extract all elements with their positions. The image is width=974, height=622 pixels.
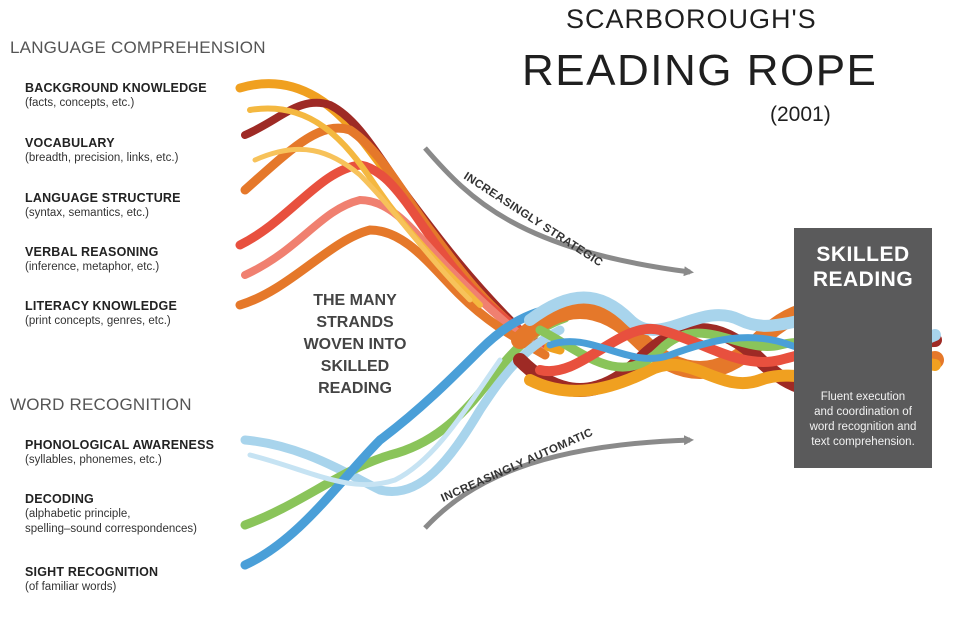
language-comprehension-heading: LANGUAGE COMPREHENSION <box>10 38 266 57</box>
word-recognition-heading: WORD RECOGNITION <box>10 395 192 414</box>
strand-desc: (facts, concepts, etc.) <box>25 97 135 109</box>
strand-desc: (inference, metaphor, etc.) <box>25 261 160 273</box>
skilled-reading-title: SKILLED READING <box>794 242 932 292</box>
increasingly-strategic-arrow <box>423 146 694 277</box>
strand-desc: (print concepts, genres, etc.) <box>25 315 171 327</box>
strand-desc: (of familiar words) <box>25 581 117 593</box>
many-strands-line: STRANDS <box>316 314 394 331</box>
strand-title: BACKGROUND KNOWLEDGE <box>25 81 207 95</box>
strand-desc: (breadth, precision, links, etc.) <box>25 152 179 164</box>
strand-title: VOCABULARY <box>25 136 115 150</box>
title-author: SCARBOROUGH'S <box>566 4 817 34</box>
strand-label-verbal-reasoning: VERBAL REASONING (inference, metaphor, e… <box>25 244 159 275</box>
increasingly-automatic-arrow <box>423 435 694 530</box>
increasingly-strategic-label: INCREASINGLY STRATEGIC <box>461 170 604 269</box>
skilled-reading-description: Fluent execution and coordination of wor… <box>794 390 932 450</box>
strand-title: SIGHT RECOGNITION <box>25 565 159 579</box>
strand-sight-recognition <box>240 300 575 570</box>
title-year: (2001) <box>770 103 831 126</box>
skilled-reading-box: SKILLED READING Fluent execution and coo… <box>794 228 932 468</box>
language-comprehension-strands <box>235 79 565 360</box>
skilled-reading-desc-line: and coordination of <box>814 406 912 418</box>
skilled-reading-title-line: READING <box>812 268 914 291</box>
strand-title: LITERACY KNOWLEDGE <box>25 299 177 313</box>
strand-label-sight-recognition: SIGHT RECOGNITION (of familiar words) <box>25 564 158 595</box>
many-strands-line: WOVEN INTO <box>303 336 407 353</box>
strand-label-literacy-knowledge: LITERACY KNOWLEDGE (print concepts, genr… <box>25 298 177 329</box>
strand-desc: (syllables, phonemes, etc.) <box>25 454 162 466</box>
many-strands-line: THE MANY <box>313 292 397 309</box>
many-strands-line: READING <box>318 380 392 397</box>
strand-label-decoding: DECODING (alphabetic principle, spelling… <box>25 491 197 537</box>
strand-desc: (syntax, semantics, etc.) <box>25 207 149 219</box>
skilled-reading-desc-line: text comprehension. <box>811 436 915 448</box>
strand-title: DECODING <box>25 492 94 506</box>
strand-desc: (alphabetic principle, <box>25 508 131 520</box>
skilled-reading-desc-line: Fluent execution <box>820 391 906 403</box>
strand-label-background-knowledge: BACKGROUND KNOWLEDGE (facts, concepts, e… <box>25 80 207 111</box>
strand-title: LANGUAGE STRUCTURE <box>25 191 181 205</box>
strand-label-vocabulary: VOCABULARY (breadth, precision, links, e… <box>25 135 178 166</box>
strand-literacy-knowledge <box>235 225 550 360</box>
strand-title: PHONOLOGICAL AWARENESS <box>25 438 215 452</box>
strand-phonological-awareness <box>240 325 565 496</box>
title-main: READING ROPE <box>522 46 878 95</box>
strand-label-phonological-awareness: PHONOLOGICAL AWARENESS (syllables, phone… <box>25 437 214 468</box>
skilled-reading-desc-line: word recognition and <box>809 421 917 433</box>
skilled-reading-title-line: SKILLED <box>816 243 910 266</box>
many-strands-label: THE MANY STRANDS WOVEN INTO SKILLED READ… <box>280 290 430 400</box>
strand-title: VERBAL REASONING <box>25 245 159 259</box>
strand-label-language-structure: LANGUAGE STRUCTURE (syntax, semantics, e… <box>25 190 181 221</box>
strand-desc: spelling–sound correspondences) <box>25 523 197 535</box>
many-strands-line: SKILLED <box>320 358 390 375</box>
